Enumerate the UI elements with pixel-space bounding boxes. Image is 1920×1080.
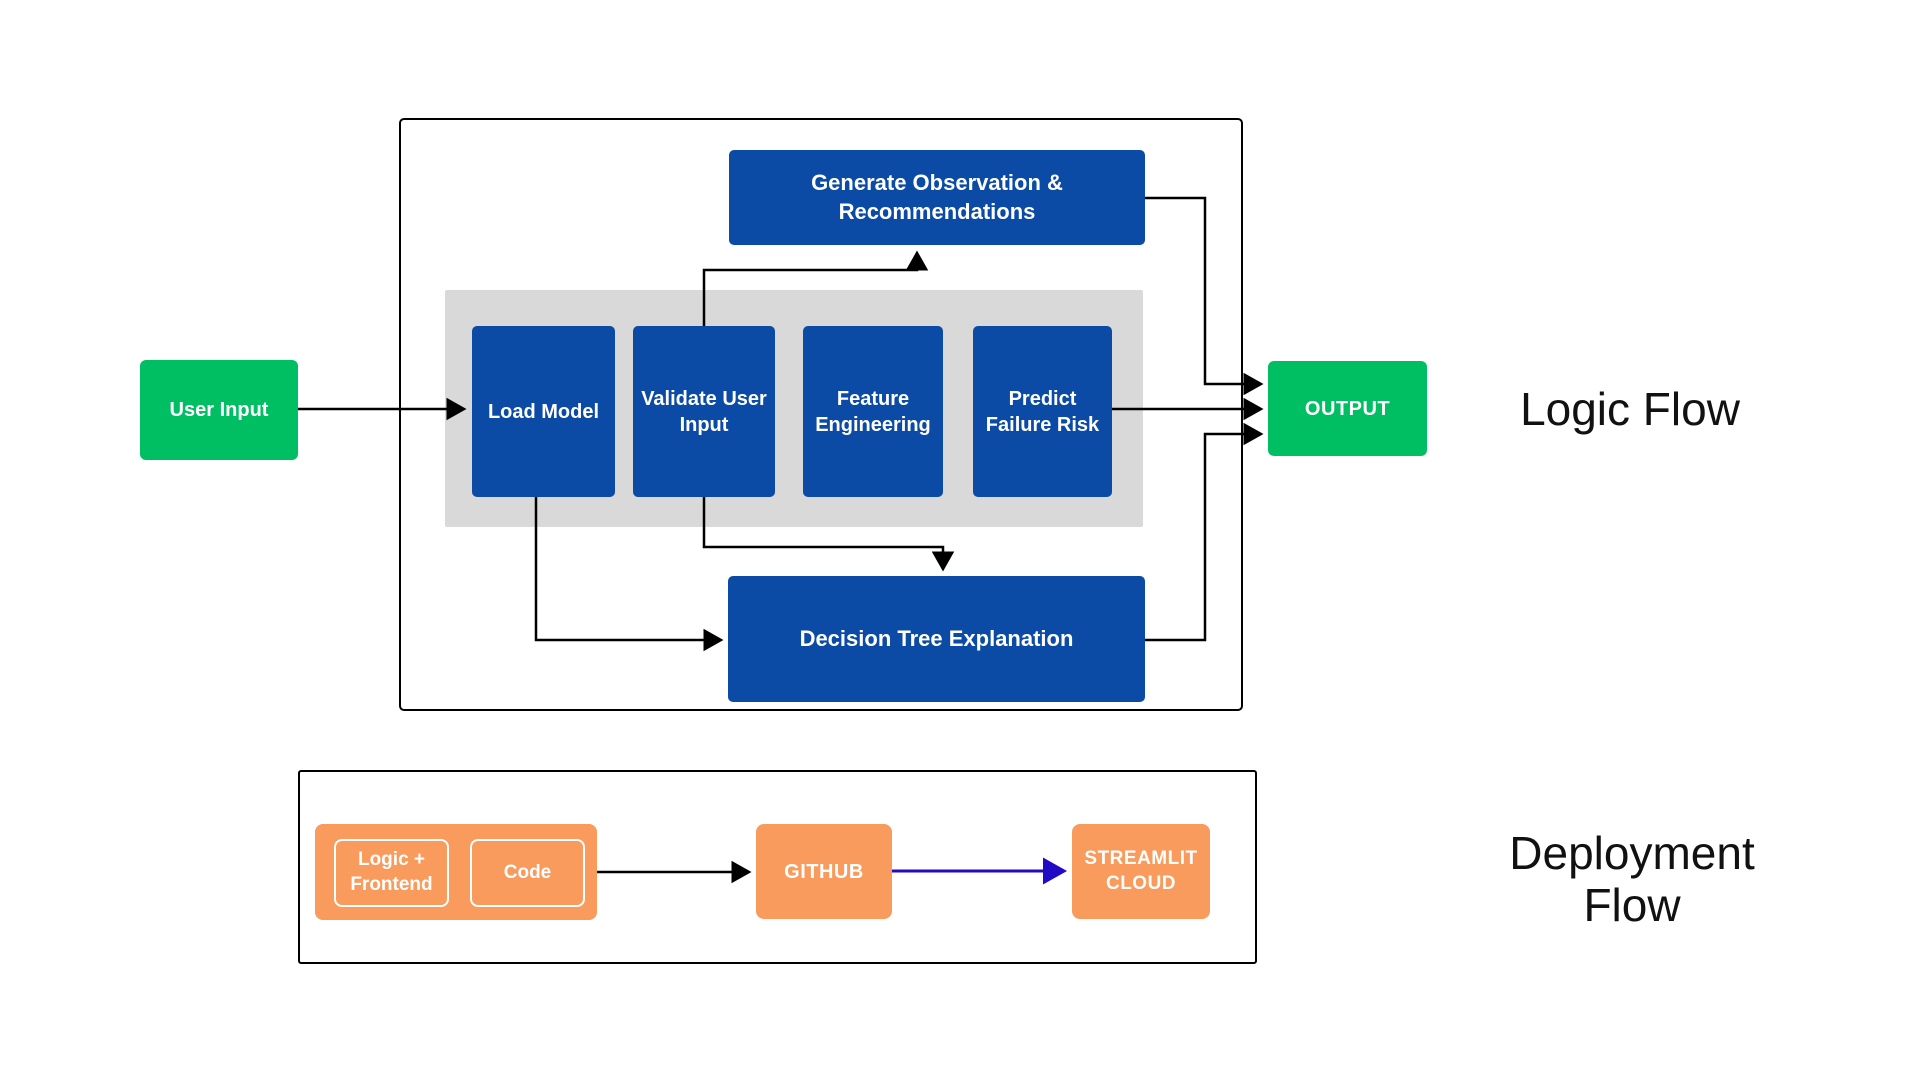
decision-tree-explanation-node: Decision Tree Explanation bbox=[728, 576, 1145, 702]
feature-engineering-node: Feature Engineering bbox=[803, 326, 943, 497]
logic-frontend-node: Logic + Frontend bbox=[334, 839, 449, 907]
code-node: Code bbox=[470, 839, 585, 907]
streamlit-cloud-node: STREAMLIT CLOUD bbox=[1072, 824, 1210, 919]
deployment-flow-container bbox=[298, 770, 1257, 964]
logic-flow-container bbox=[399, 118, 1243, 711]
logic-flow-section-label: Logic Flow bbox=[1520, 383, 1740, 435]
validate-user-input-node: Validate User Input bbox=[633, 326, 775, 497]
user-input-node: User Input bbox=[140, 360, 298, 460]
deployment-flow-section-label: Deployment Flow bbox=[1509, 827, 1755, 931]
github-node: GITHUB bbox=[756, 824, 892, 919]
load-model-node: Load Model bbox=[472, 326, 615, 497]
output-node: OUTPUT bbox=[1268, 361, 1427, 456]
generate-observation-node: Generate Observation & Recommendations bbox=[729, 150, 1145, 245]
predict-failure-risk-node: Predict Failure Risk bbox=[973, 326, 1112, 497]
